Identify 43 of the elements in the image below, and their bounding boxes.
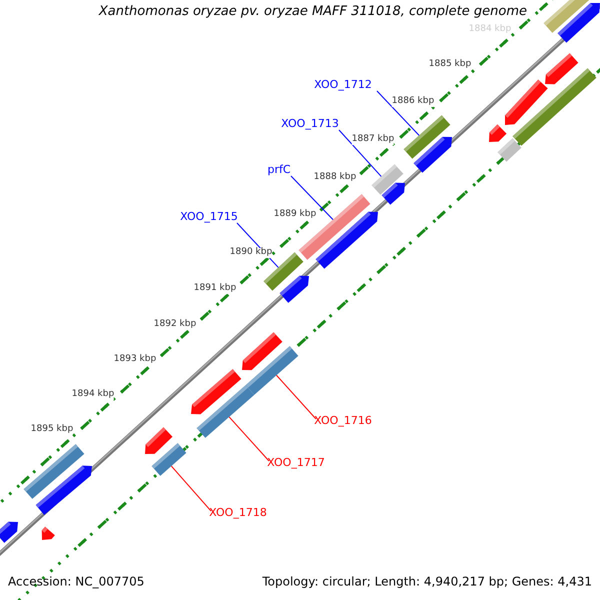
scale-label: 1895 kbp (30, 425, 74, 435)
leader-line (276, 374, 316, 420)
gene-segment (382, 182, 405, 205)
scale-label: 1890 kbp (230, 248, 272, 258)
gene-segment (505, 80, 548, 125)
leader-line (338, 130, 382, 177)
gene-segment (498, 138, 522, 162)
gene-segment (0, 522, 18, 543)
gene-label: XOO_1717 (267, 456, 325, 470)
genome-stats-text: Topology: circular; Length: 4,940,217 bp; Genes: 4,431 (262, 575, 592, 589)
accession-text: Accession: NC_007705 (8, 575, 144, 589)
gene-segment (545, 53, 578, 84)
gene-label: XOO_1718 (209, 506, 267, 520)
gene-segment (42, 526, 55, 540)
leader-line (170, 466, 212, 512)
scale-label: 1889 kbp (274, 210, 316, 220)
gene-segment (558, 3, 600, 43)
gene-segment (414, 136, 452, 173)
leader-line (376, 90, 420, 136)
gene-segment (489, 124, 507, 142)
gene-segment (196, 385, 254, 438)
scale-label: 1892 kbp (154, 320, 196, 330)
gene-segment (316, 212, 378, 269)
gene-segment (152, 443, 186, 476)
gene-segment (280, 276, 309, 303)
gene-segment (246, 346, 298, 395)
gene-segment (145, 427, 172, 454)
gene-label: XOO_1716 (314, 414, 372, 428)
gene-label: prfC (267, 164, 291, 176)
scale-label: 1891 kbp (194, 284, 236, 294)
gene-label: XOO_1713 (281, 118, 339, 130)
gene-segment (36, 466, 92, 515)
scale-label: 1885 kbp (428, 60, 472, 70)
gene-label: XOO_1712 (314, 78, 372, 92)
gene-label: XOO_1715 (180, 210, 238, 224)
leader-line (290, 176, 334, 220)
scale-label: 1886 kbp (392, 97, 434, 107)
scale-label: 1888 kbp (314, 173, 356, 183)
leader-line (228, 416, 270, 462)
scale-label: 1887 kbp (352, 135, 394, 145)
title: Xanthomonas oryzae pv. oryzae MAFF 311018, complete genome (98, 4, 527, 20)
scale-label: 1893 kbp (114, 355, 156, 365)
scale-label: 1894 kbp (72, 390, 114, 400)
